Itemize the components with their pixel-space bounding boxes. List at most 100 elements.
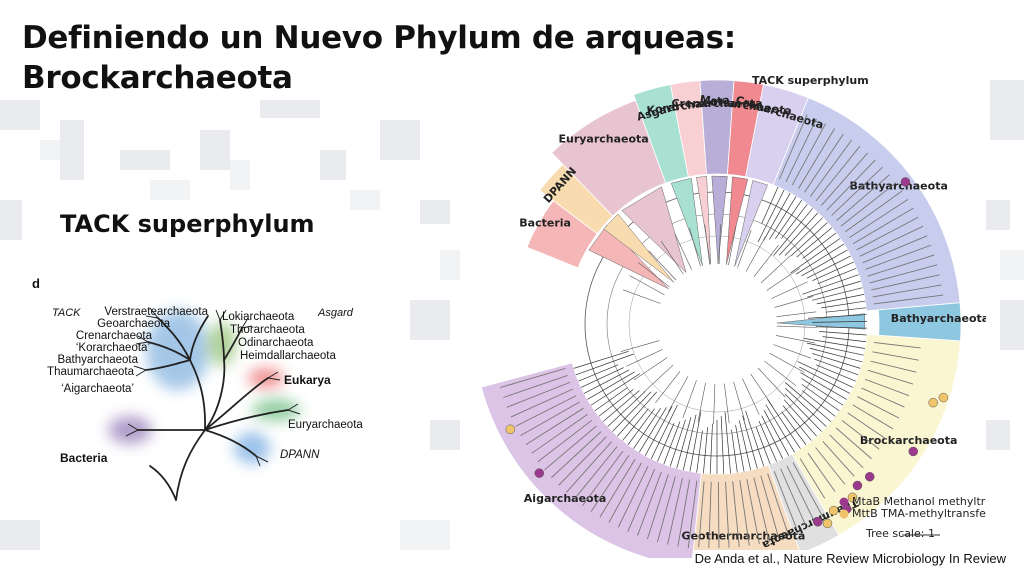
branch bbox=[761, 415, 784, 459]
annotation-dot bbox=[900, 177, 911, 187]
leaf-label bbox=[857, 396, 900, 419]
deep-branch bbox=[674, 233, 692, 270]
leaf-label bbox=[499, 367, 566, 388]
branch bbox=[638, 407, 667, 453]
clade-label-10: Brockarchaeota bbox=[860, 434, 958, 447]
leaf-label bbox=[582, 450, 624, 506]
deep-branch bbox=[718, 224, 721, 265]
eukarya-halo bbox=[248, 368, 284, 388]
leaf-label bbox=[859, 225, 924, 257]
branch bbox=[797, 361, 854, 388]
title-line-2: Brockarchaeota bbox=[22, 60, 293, 96]
deep-branch bbox=[766, 267, 801, 291]
leaf-label bbox=[856, 216, 919, 251]
clade-label-5: Crenarchaeota bbox=[671, 97, 762, 110]
branch bbox=[817, 267, 857, 284]
leaf-label bbox=[515, 395, 577, 427]
leaf-label bbox=[871, 274, 940, 291]
leaf-label bbox=[829, 434, 864, 469]
branch bbox=[607, 391, 646, 427]
legend-swatch-mtab bbox=[839, 497, 849, 507]
deep-branch bbox=[764, 360, 796, 386]
branch bbox=[573, 350, 629, 369]
bacteria-halo bbox=[108, 416, 152, 444]
branch bbox=[819, 331, 867, 336]
leaf-label bbox=[791, 123, 827, 186]
deep-branch bbox=[697, 382, 706, 423]
annotation-dot bbox=[534, 468, 545, 478]
annotation-dot bbox=[928, 397, 938, 408]
annotation-dot bbox=[847, 492, 858, 503]
branch bbox=[745, 410, 765, 467]
leaf-label bbox=[687, 480, 698, 549]
branch bbox=[720, 416, 725, 474]
deep-branch bbox=[626, 349, 663, 367]
inner-tree bbox=[573, 175, 867, 474]
bacteria-label: Bacteria bbox=[60, 451, 108, 465]
deep-branch bbox=[643, 364, 674, 393]
leaf-label bbox=[815, 146, 861, 202]
taxon-geoarchaeota: Geoarchaeota bbox=[97, 318, 170, 330]
branch bbox=[633, 408, 661, 449]
legend-swatch-mttb bbox=[839, 509, 849, 519]
deep-branch bbox=[728, 225, 737, 266]
branch bbox=[814, 358, 859, 376]
annotation-dot bbox=[813, 517, 823, 527]
branch bbox=[801, 384, 840, 412]
clade-label-8: Bathyarchaeota bbox=[849, 180, 947, 193]
deep-branch bbox=[655, 371, 681, 403]
deep-branch bbox=[629, 275, 665, 296]
taxon-aigarchaeota: ‘Aigarchaeota’ bbox=[61, 383, 134, 395]
leaf-label bbox=[525, 407, 584, 445]
citation: De Anda et al., Nature Review Microbiolo… bbox=[692, 550, 1008, 567]
deep-branch bbox=[742, 378, 760, 415]
leaf-label bbox=[799, 458, 826, 499]
branch bbox=[795, 243, 845, 275]
leaf-label bbox=[869, 264, 938, 284]
leaf-lines bbox=[499, 114, 944, 549]
clade-label-9: Bathyarchaeota bbox=[891, 312, 986, 325]
branch bbox=[669, 419, 686, 467]
clade-sectors bbox=[480, 79, 962, 558]
branch bbox=[767, 399, 801, 449]
annotation-dot bbox=[852, 480, 863, 491]
annotation-dot bbox=[938, 392, 949, 403]
branch bbox=[822, 336, 866, 343]
branch bbox=[778, 212, 819, 256]
leaf-label bbox=[753, 477, 770, 542]
branch bbox=[796, 227, 833, 258]
slide-title: Definiendo un Nuevo Phylum de arqueas: B… bbox=[22, 18, 782, 98]
branch bbox=[802, 232, 837, 259]
deep-branch bbox=[760, 255, 791, 284]
leaf-label bbox=[873, 342, 921, 349]
leaf-label bbox=[798, 128, 835, 189]
clade-sector-8 bbox=[772, 97, 961, 312]
tree-scale: Tree scale: 1 bbox=[865, 527, 940, 540]
clade-label-0: Bacteria bbox=[519, 217, 571, 230]
branch bbox=[617, 391, 657, 437]
branch bbox=[765, 404, 796, 453]
branch bbox=[709, 423, 713, 474]
slide-subtitle: TACK superphylum bbox=[60, 210, 315, 238]
branch bbox=[799, 366, 851, 394]
legend-label-mtab: MtaB Methanol methyltransferase bbox=[852, 495, 986, 508]
leaf-label bbox=[861, 387, 905, 408]
tree-twigs bbox=[125, 307, 301, 467]
branch bbox=[578, 364, 619, 382]
leaf-label bbox=[503, 374, 568, 398]
taxon-heimdallarchaeota: Heimdallarchaeota bbox=[240, 350, 336, 362]
branch bbox=[738, 420, 752, 471]
deep-branch bbox=[713, 383, 716, 424]
leaf-label bbox=[872, 284, 942, 298]
group-asgard-label: Asgard bbox=[317, 307, 354, 319]
branch bbox=[809, 347, 863, 363]
leaf-label bbox=[637, 471, 662, 536]
branch bbox=[812, 261, 854, 282]
tree-branches bbox=[137, 315, 289, 501]
branch bbox=[594, 387, 628, 412]
leaf-label bbox=[725, 481, 730, 548]
deep-branch bbox=[773, 344, 812, 359]
deep-branch bbox=[633, 357, 668, 381]
deep-branch bbox=[750, 373, 774, 408]
leaf-label bbox=[822, 441, 855, 477]
